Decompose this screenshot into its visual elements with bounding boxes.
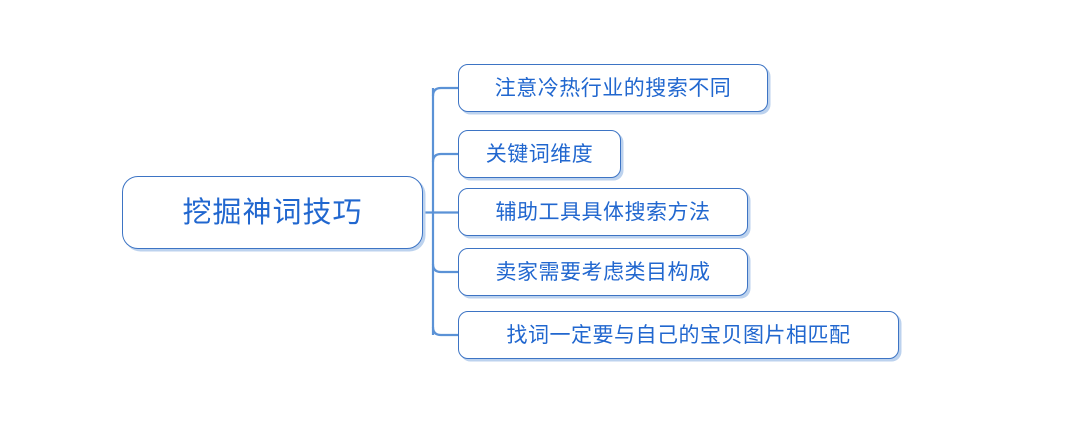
branch-node-4[interactable]: 找词一定要与自己的宝贝图片相匹配: [458, 311, 899, 359]
branch-node-0-label: 注意冷热行业的搜索不同: [494, 75, 732, 100]
branch-node-1-label: 关键词维度: [485, 141, 594, 166]
root-node[interactable]: 挖掘神词技巧: [122, 176, 423, 249]
branch-node-1[interactable]: 关键词维度: [458, 130, 621, 178]
connector-branch-3: [431, 263, 458, 274]
connector-branch-0: [431, 86, 458, 97]
branch-node-3-label: 卖家需要考虑类目构成: [495, 259, 711, 284]
connector-branch-1: [431, 152, 458, 163]
branch-node-4-label: 找词一定要与自己的宝贝图片相匹配: [506, 322, 851, 347]
branch-node-3[interactable]: 卖家需要考虑类目构成: [458, 248, 748, 296]
connector-branch-4: [431, 326, 458, 337]
root-node-label: 挖掘神词技巧: [182, 195, 363, 229]
branch-node-0[interactable]: 注意冷热行业的搜索不同: [458, 64, 768, 112]
branch-node-2-label: 辅助工具具体搜索方法: [495, 199, 711, 224]
branch-node-2[interactable]: 辅助工具具体搜索方法: [458, 188, 748, 236]
